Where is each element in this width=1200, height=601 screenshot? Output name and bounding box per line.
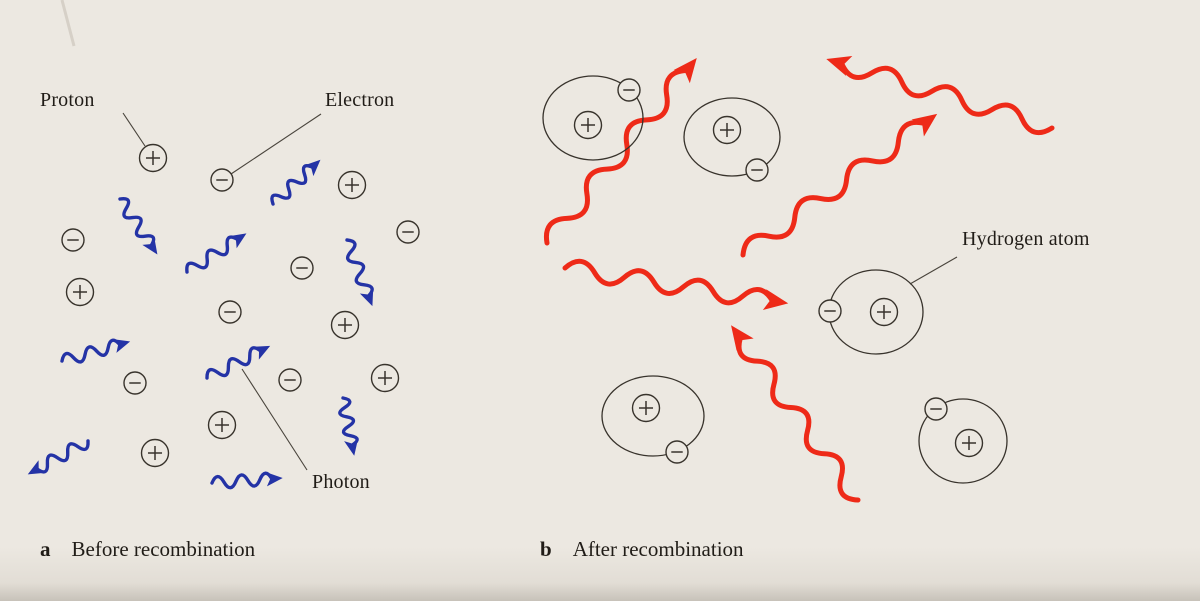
electron-particle: [123, 371, 147, 395]
photon-arrow: [210, 471, 283, 490]
proton-particle: [330, 310, 360, 340]
photon-arrow: [27, 439, 90, 475]
paper-crease: [60, 0, 76, 47]
proton-particle: [207, 410, 237, 440]
proton-particle: [65, 277, 95, 307]
photon-label: Photon: [312, 471, 370, 493]
photon-arrow: [185, 233, 247, 274]
photon-arrow: [740, 113, 938, 258]
photon-arrow: [118, 196, 158, 255]
panel-before-recombination: [27, 112, 420, 490]
photon-arrow: [338, 396, 359, 456]
proton-particle: [140, 438, 170, 468]
photon-arrow: [345, 238, 374, 307]
caption-after-recombination: b After recombination: [540, 537, 744, 562]
pointer-line: [909, 256, 958, 285]
photon-arrow: [562, 258, 789, 310]
photon-arrow: [543, 58, 697, 246]
proton-particle: [954, 428, 984, 458]
pointer-line: [122, 112, 146, 147]
proton-particle: [337, 170, 367, 200]
pointer-line: [230, 113, 322, 175]
electron-particle: [61, 228, 85, 252]
proton-particle: [573, 110, 603, 140]
panel-after-recombination: [542, 55, 1055, 503]
electron-particle: [745, 158, 769, 182]
electron-particle: [396, 220, 420, 244]
electron-particle: [818, 299, 842, 323]
electron-particle: [665, 440, 689, 464]
proton-label: Proton: [40, 89, 95, 111]
photon-arrow: [826, 55, 1055, 136]
hydrogen-atom: [601, 375, 705, 464]
hydrogen-atom: [542, 75, 644, 161]
pointer-line: [241, 368, 308, 471]
caption-b-text: After recombination: [572, 537, 744, 561]
hydrogen-atom-labeled: [818, 269, 924, 355]
proton-particle: [869, 297, 899, 327]
photon-arrow: [60, 338, 131, 364]
caption-before-recombination: a Before recombination: [40, 537, 255, 562]
hydrogen-atom: [918, 397, 1008, 484]
proton-particle: [370, 363, 400, 393]
photon-arrow: [731, 325, 861, 503]
proton-particle: [712, 115, 742, 145]
electron-label: Electron: [325, 89, 395, 111]
electron-particle: [924, 397, 948, 421]
proton-particle-labeled: [138, 143, 168, 173]
photon-arrow: [270, 159, 321, 206]
electron-particle: [617, 78, 641, 102]
hydrogen-atom-label: Hydrogen atom: [962, 228, 1090, 250]
photon-arrow-labeled: [205, 345, 271, 380]
electron-particle: [290, 256, 314, 280]
electron-particle: [218, 300, 242, 324]
hydrogen-atom: [683, 97, 781, 182]
electron-particle-labeled: [210, 168, 234, 192]
electron-particle: [278, 368, 302, 392]
caption-b-letter: b: [540, 537, 552, 561]
caption-a-text: Before recombination: [71, 537, 256, 561]
caption-a-letter: a: [40, 537, 51, 561]
proton-particle: [631, 393, 661, 423]
